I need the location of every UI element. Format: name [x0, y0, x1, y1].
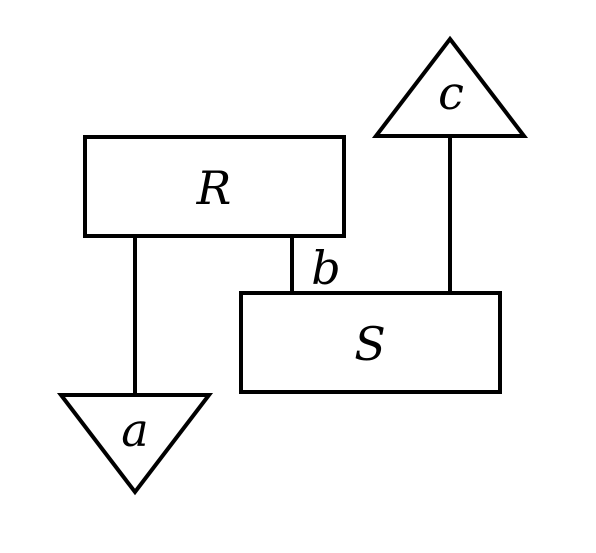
- box-s-outline: [239, 291, 502, 394]
- box-s-label: S: [354, 317, 386, 371]
- box-r-outline: [83, 135, 346, 238]
- triangle-a-label: a: [121, 403, 148, 457]
- box-r-label: R: [196, 161, 232, 215]
- triangle-c: c: [371, 35, 529, 138]
- wire-b-label: b: [311, 241, 340, 295]
- triangle-a-outline: [56, 393, 214, 496]
- triangle-c-label: c: [438, 66, 464, 120]
- box-s: S: [239, 291, 502, 394]
- triangle-a: a: [56, 393, 214, 496]
- box-r: R: [83, 135, 346, 238]
- triangle-c-outline: [371, 35, 529, 138]
